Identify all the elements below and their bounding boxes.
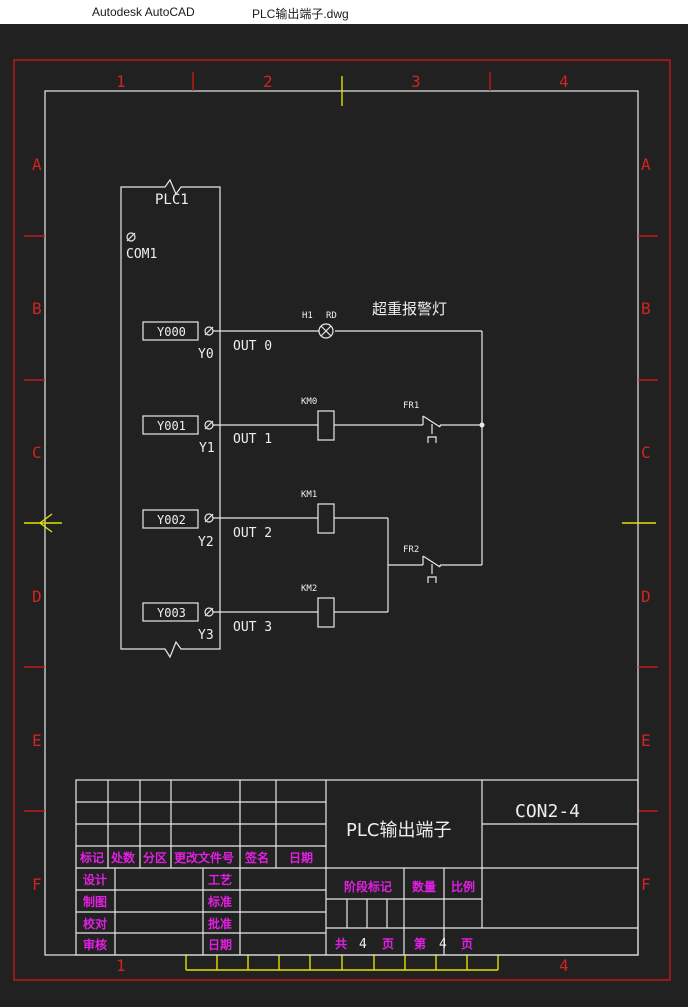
row-label-e-left: E bbox=[32, 731, 42, 750]
col-label-3: 3 bbox=[411, 72, 421, 91]
label-standard: 标准 bbox=[207, 894, 232, 909]
output-box-label: Y000 bbox=[157, 325, 186, 339]
label-sheet: 第 bbox=[414, 936, 426, 951]
output-row-3[interactable]: Y003 Y3 OUT 3 bbox=[142, 602, 272, 643]
coil-km0[interactable] bbox=[317, 410, 335, 441]
col-label-4: 4 bbox=[559, 72, 569, 91]
contact-fr2-label: FR2 bbox=[403, 545, 419, 555]
output-box-label: Y002 bbox=[157, 513, 186, 527]
lamp-icon[interactable] bbox=[318, 323, 334, 339]
row-label-a-right: A bbox=[641, 155, 651, 174]
inner-frame bbox=[44, 90, 639, 956]
sheet-number: 4 bbox=[439, 937, 447, 952]
plc-label: PLC1 bbox=[155, 192, 189, 208]
wiring bbox=[213, 330, 483, 613]
rev-header-count: 处数 bbox=[110, 850, 136, 865]
row-label-c-left: C bbox=[32, 443, 42, 462]
com-label: COM1 bbox=[126, 247, 157, 262]
label-scale: 比例 bbox=[451, 879, 475, 894]
window-titlebar: Autodesk AutoCAD PLC输出端子.dwg bbox=[0, 0, 688, 24]
coil-km2-label: KM2 bbox=[301, 584, 317, 594]
label-qty: 数量 bbox=[412, 879, 436, 894]
terminal-label: Y0 bbox=[198, 347, 214, 362]
label-draw: 制图 bbox=[83, 894, 107, 909]
app-title: Autodesk AutoCAD bbox=[92, 5, 195, 19]
row-label-e-right: E bbox=[641, 731, 651, 750]
junction-dot bbox=[479, 422, 485, 428]
out-label: OUT 1 bbox=[233, 432, 272, 447]
bottom-comb bbox=[185, 955, 499, 971]
out-label: OUT 0 bbox=[233, 339, 272, 354]
total-pages: 4 bbox=[359, 937, 367, 952]
row-label-f-left: F bbox=[32, 875, 42, 894]
side-zone-ticks bbox=[24, 235, 658, 812]
coil-km1-label: KM1 bbox=[301, 490, 317, 500]
terminal-label: Y1 bbox=[199, 441, 215, 456]
output-box-label: Y001 bbox=[157, 419, 186, 433]
outer-frame bbox=[13, 59, 671, 981]
label-total: 共 bbox=[335, 936, 347, 951]
com-terminal-icon bbox=[126, 232, 136, 242]
label-total-suffix: 页 bbox=[382, 937, 394, 951]
output-row-0[interactable]: Y000 Y0 OUT 0 bbox=[142, 321, 272, 362]
file-title: PLC输出端子.dwg bbox=[252, 7, 349, 21]
row-label-f-right: F bbox=[641, 875, 651, 894]
out-label: OUT 3 bbox=[233, 620, 272, 635]
top-zone-ticks bbox=[192, 72, 491, 106]
bottom-col-label-4: 4 bbox=[559, 956, 569, 975]
row-label-a-left: A bbox=[32, 155, 42, 174]
center-arrow-icon bbox=[38, 513, 53, 533]
col-label-2: 2 bbox=[263, 72, 273, 91]
coil-km1[interactable] bbox=[317, 503, 335, 534]
drawing-canvas[interactable]: 1 2 3 4 A B C D E F A B C D E F 1 4 bbox=[0, 24, 688, 1007]
terminal-label: Y2 bbox=[198, 535, 214, 550]
col-label-1: 1 bbox=[116, 72, 126, 91]
coil-km0-label: KM0 bbox=[301, 397, 317, 407]
contact-fr1-icon[interactable] bbox=[422, 415, 441, 443]
contact-fr2-icon[interactable] bbox=[422, 555, 441, 583]
terminal-label: Y3 bbox=[198, 628, 214, 643]
bottom-col-label-1: 1 bbox=[116, 956, 126, 975]
row-label-d-left: D bbox=[32, 587, 42, 606]
rev-header-date: 日期 bbox=[289, 850, 313, 865]
label-sheet-suffix: 页 bbox=[461, 937, 473, 951]
label-stage: 阶段标记 bbox=[344, 879, 392, 894]
contact-fr1-label: FR1 bbox=[403, 401, 419, 411]
row-label-c-right: C bbox=[641, 443, 651, 462]
label-date: 日期 bbox=[208, 937, 232, 952]
lamp-title: 超重报警灯 bbox=[372, 300, 447, 318]
lamp-tag: H1 bbox=[302, 311, 313, 321]
label-check: 校对 bbox=[83, 916, 107, 931]
coil-km2[interactable] bbox=[317, 597, 335, 628]
rev-header-doc: 更改文件号 bbox=[174, 850, 234, 865]
label-approve: 批准 bbox=[208, 916, 232, 931]
output-row-1[interactable]: Y001 Y1 OUT 1 bbox=[142, 415, 272, 456]
out-label: OUT 2 bbox=[233, 526, 272, 541]
row-label-d-right: D bbox=[641, 587, 651, 606]
title-block bbox=[75, 779, 639, 956]
output-row-2[interactable]: Y002 Y2 OUT 2 bbox=[142, 509, 272, 550]
row-label-b-left: B bbox=[32, 299, 42, 318]
rev-header-mark: 标记 bbox=[79, 850, 104, 865]
label-process: 工艺 bbox=[208, 872, 232, 887]
plc-block bbox=[120, 178, 221, 659]
row-label-b-right: B bbox=[641, 299, 651, 318]
drawing-title: PLC输出端子 bbox=[346, 820, 451, 841]
label-review: 审核 bbox=[83, 937, 107, 952]
output-box-label: Y003 bbox=[157, 606, 186, 620]
rev-header-zone: 分区 bbox=[143, 850, 167, 865]
lamp-color: RD bbox=[326, 311, 337, 321]
drawing-code: CON2-4 bbox=[515, 801, 580, 822]
label-design: 设计 bbox=[83, 872, 107, 887]
rev-header-sign: 签名 bbox=[244, 850, 269, 865]
